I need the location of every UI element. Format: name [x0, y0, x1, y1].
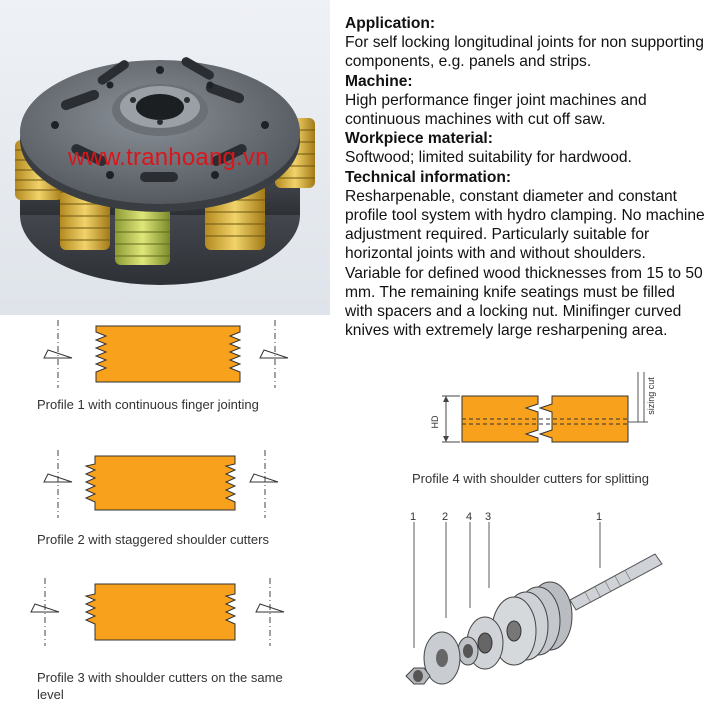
profile-4-diagram: HD sizing cut: [430, 372, 656, 443]
part-label-1b: 1: [596, 511, 602, 523]
cutter-head-illustration: [15, 57, 315, 285]
profile-4-caption: Profile 4 with shoulder cutters for spli…: [412, 471, 649, 486]
application-heading: Application:: [345, 15, 436, 32]
part-label-3: 3: [485, 511, 491, 523]
application-text: For self locking longitudinal joints for…: [345, 34, 704, 71]
product-photo: www.tranhoang.vn: [0, 0, 330, 315]
part-label-1: 1: [410, 511, 416, 523]
technical-text: Resharpenable, constant diameter and con…: [345, 187, 705, 340]
machine-heading: Machine:: [345, 72, 413, 90]
part-label-4: 4: [466, 511, 472, 523]
profile-1-diagram: [43, 320, 289, 388]
profile-2-caption: Profile 2 with staggered shoulder cutter…: [37, 532, 269, 547]
profile-diagrams: [30, 320, 289, 646]
technical-heading: Technical information:: [345, 168, 512, 186]
watermark-text: www.tranhoang.vn: [68, 144, 269, 171]
profile-3-caption: Profile 3 with shoulder cutters on the s…: [37, 670, 283, 702]
workpiece-text: Softwood; limited suitability for hardwo…: [345, 149, 632, 167]
sizing-cut-label: sizing cut: [646, 377, 656, 415]
specification-text: Application: For self locking longitudin…: [345, 14, 705, 340]
workpiece-heading: Workpiece material:: [345, 130, 493, 148]
profile-1-caption: Profile 1 with continuous finger jointin…: [37, 397, 259, 412]
hd-label: HD: [430, 415, 440, 428]
profile-2-diagram: [43, 450, 279, 518]
profile-3-diagram: [30, 578, 285, 646]
exploded-assembly-drawing: 1 2 4 3 1: [405, 511, 663, 685]
part-label-2: 2: [442, 511, 448, 523]
machine-text: High performance finger joint machines a…: [345, 91, 647, 129]
